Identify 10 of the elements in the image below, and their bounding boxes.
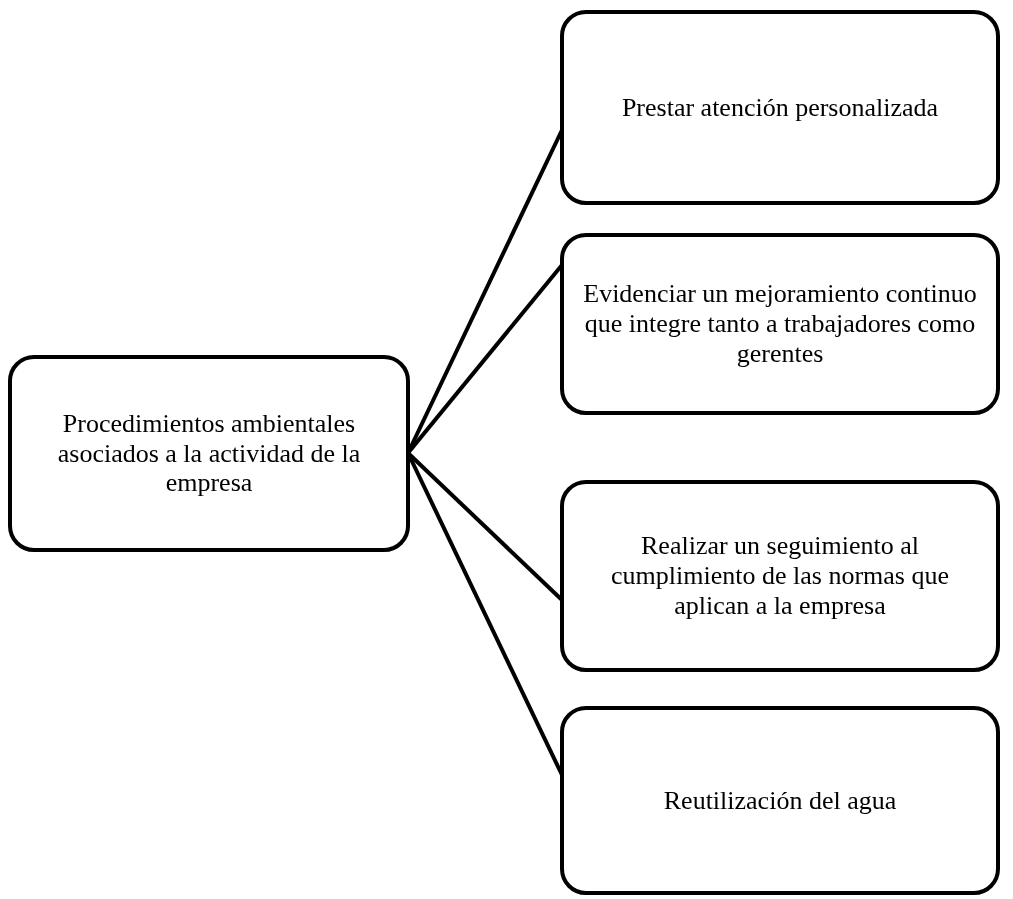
rounded-box [560,706,1000,895]
box-text: Prestar atención personalizada [621,92,939,123]
box-text: Realizar un seguimiento al cumplimiento de las normas que aplican a la empresa [610,531,950,621]
box-text: Evidenciar un mejoramiento continuo que integre tanto a trabajadores como gerentes [582,279,978,369]
rounded-box [560,480,1000,672]
box-text: Procedimientos ambientales asociados a la actividad de la empresa [56,408,362,499]
rounded-box [560,10,1000,205]
box-text: Reutilización del agua [663,785,897,816]
rounded-box [560,233,1000,415]
rounded-box [8,355,410,552]
